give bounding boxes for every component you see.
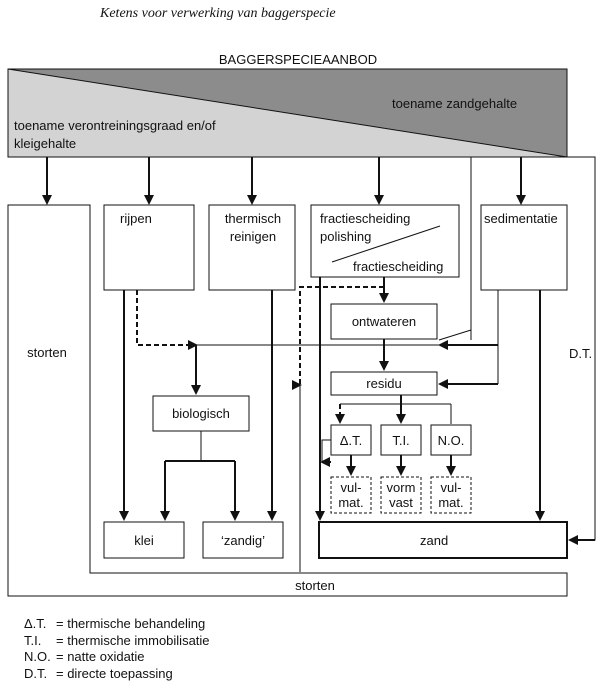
fractiescheiding-box [310,204,460,278]
supply-arrows [42,156,596,545]
diagram-title: Ketens voor verwerking van baggerspecie [99,6,336,21]
klei-label: klei [134,533,154,548]
rijpen-box [103,204,195,291]
vulmat-2-line1: vul- [441,480,462,495]
legend-row-dt: Δ.T. = thermische behandeling [24,616,210,633]
vormvast-line1: vorm [387,480,416,495]
storten-bottom-label: storten [295,578,335,593]
dt-treatment-label: Δ.T. [340,433,362,448]
vulmat-box-1 [330,476,372,514]
fractiescheiding-label-2: fractiescheiding [353,259,443,274]
supply-wedge: toename zandgehalte toename verontreinin… [7,68,568,158]
fractiescheiding-label: fractiescheiding [320,211,410,226]
legend-text: = thermische immobilisatie [56,632,210,648]
residu-box [330,371,438,396]
vormvast-box [380,476,422,514]
polishing-label: polishing [320,229,371,244]
supply-heading: BAGGERSPECIEAANBOD [219,52,377,67]
pollution-increase-label: toename verontreiningsgraad en/of [14,118,216,133]
reinigen-label: reinigen [230,229,276,244]
zand-label: zand [420,533,448,548]
vormvast-line2: vast [389,495,413,510]
biologisch-label: biologisch [172,406,230,421]
sedimentatie-box [480,204,568,291]
no-label: N.O. [438,433,465,448]
dt-treatment-box [330,424,372,456]
ontwateren-box [330,303,438,340]
zandig-box [202,521,284,559]
legend-abbr: D.T. [24,665,48,681]
legend-row-no: N.O. = natte oxidatie [24,649,210,666]
zandig-label: ‘zandig’ [221,533,265,548]
ontwateren-label: ontwateren [352,314,416,329]
ti-box [380,424,422,456]
legend-text: = directe toepassing [56,665,173,681]
legend-text: = natte oxidatie [56,649,145,664]
legend: Δ.T. = thermische behandeling T.I. = the… [24,616,210,682]
sedimentatie-label: sedimentatie [484,211,558,226]
residu-label: residu [366,376,401,391]
dt-side-label: D.T. [569,346,592,361]
legend-text: = thermische behandeling [56,616,206,631]
storten-region [7,204,568,597]
storten-left-label: storten [27,345,67,360]
legend-abbr: Δ.T. [24,616,47,631]
thermisch-label: thermisch [225,211,281,226]
vulmat-1-line1: vul- [341,480,362,495]
flow-connectors [119,277,545,572]
legend-row-direct: D.T. = directe toepassing [24,666,210,683]
pollution-increase-label-2: kleigehalte [14,136,76,151]
vulmat-2-line2: mat. [438,495,463,510]
sand-increase-label: toename zandgehalte [392,96,517,111]
rijpen-label: rijpen [120,211,152,226]
zand-box [318,521,568,559]
legend-row-ti: T.I. = thermische immobilisatie [24,633,210,650]
ti-label: T.I. [392,433,409,448]
legend-abbr: T.I. [24,632,42,648]
legend-abbr: N.O. [24,649,51,664]
klei-box [103,521,185,559]
thermisch-reinigen-box [208,204,296,291]
vulmat-box-2 [430,476,472,514]
vulmat-1-line2: mat. [338,495,363,510]
